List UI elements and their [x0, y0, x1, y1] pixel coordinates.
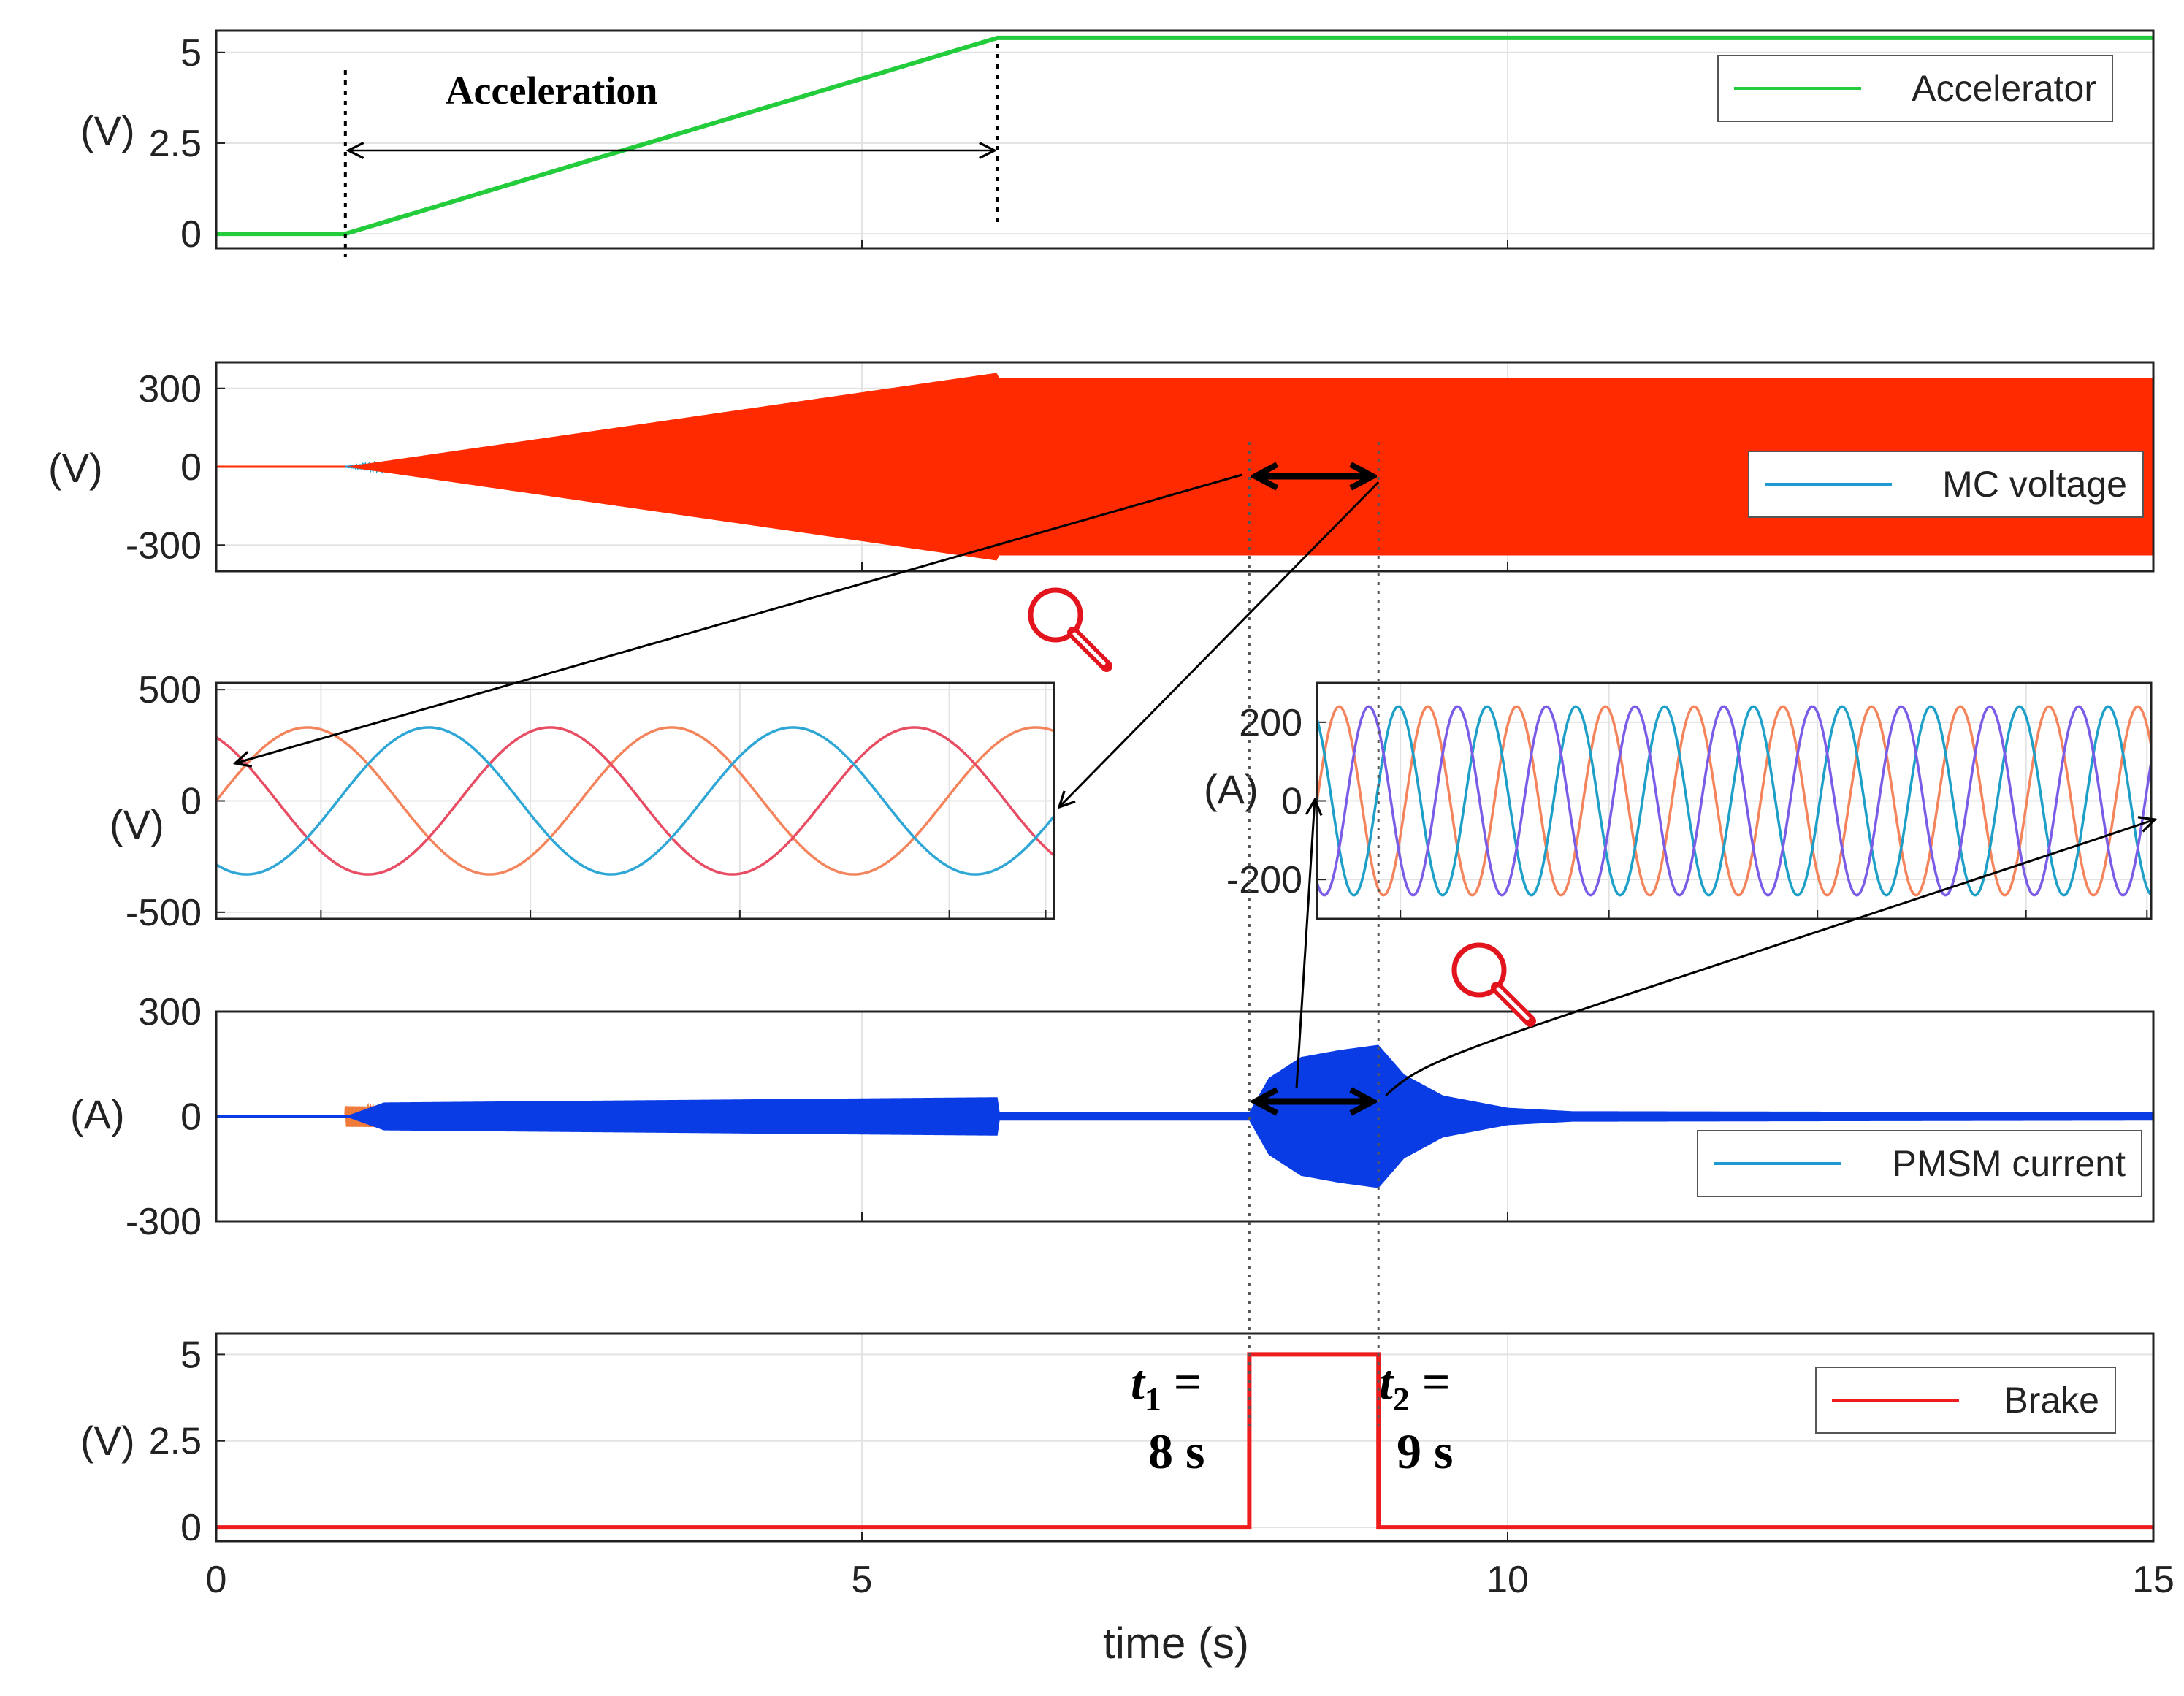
y-tick-label: 5: [180, 32, 202, 75]
y-tick-label: -300: [126, 524, 202, 567]
legend-label: Accelerator: [1912, 68, 2096, 109]
axes-frame: [215, 1332, 2155, 1543]
y-unit-label: (A): [1204, 766, 1259, 812]
axes-frame: [215, 29, 2155, 250]
accelerator-panel: 0 2.5 5 (V) Accelerator: [80, 29, 2155, 257]
y-unit-label: (V): [80, 1418, 135, 1464]
y-tick-label: 2.5: [149, 1421, 202, 1463]
y-tick-label: -300: [126, 1201, 202, 1243]
y-tick-label: -200: [1226, 859, 1302, 901]
current-zoom-arrow-left: [1295, 800, 1315, 1089]
x-tick-label: 0: [206, 1559, 227, 1601]
x-tick-label: 5: [852, 1559, 873, 1601]
y-tick-label: 500: [138, 669, 202, 711]
magnifier-handle-shine: [1496, 987, 1530, 1020]
x-tick-label: 15: [2132, 1559, 2175, 1601]
mc-voltage-panel: 300 0 -300 (V) MC voltage: [48, 361, 2155, 573]
phase-wave-2: [215, 726, 1055, 876]
y-tick-label: 0: [180, 213, 202, 256]
legend-label: MC voltage: [1942, 464, 2127, 505]
phase-wave-2: [1316, 705, 2153, 897]
brake-panel: 0 2.5 5 (V) 0 5 10 15 Brake: [80, 1332, 2175, 1601]
legend-label: PMSM current: [1892, 1143, 2126, 1184]
magnifier-handle-shine: [1072, 632, 1106, 665]
y-tick-label: 0: [1281, 781, 1302, 823]
x-tick-label: 10: [1486, 1559, 1529, 1601]
pmsm-current-panel: 300 0 -300 (A) PMSM current: [70, 991, 2155, 1243]
axes-frame: [215, 1010, 2155, 1223]
y-tick-label: 300: [138, 991, 202, 1034]
y-tick-label: -500: [126, 892, 202, 934]
y-tick-label: 300: [138, 368, 202, 410]
y-tick-label: 0: [180, 1507, 202, 1549]
acceleration-label: Acceleration: [446, 69, 658, 112]
annotation-overlay: [235, 442, 2155, 1432]
t1-value: 8 s: [1148, 1424, 1204, 1479]
y-unit-label: (V): [80, 107, 135, 153]
phase-wave-3: [215, 726, 1055, 876]
y-tick-label: 0: [180, 446, 202, 489]
brake-line: [216, 1352, 2153, 1530]
t2-value: 9 s: [1397, 1424, 1453, 1479]
y-unit-label: (A): [70, 1091, 125, 1137]
x-axis-label: time (s): [1103, 1619, 1249, 1668]
axes-frame: [215, 681, 1055, 920]
axes-frame: [215, 361, 2155, 573]
phase-wave-1: [1316, 705, 2153, 897]
magnifier-lens: [1451, 942, 1507, 998]
voltage-zoom-arrow-right: [1059, 481, 1380, 807]
y-tick-label: 2.5: [149, 123, 202, 165]
y-tick-label: 0: [180, 781, 202, 823]
magnifier-icon: [1028, 587, 1112, 672]
phase-wave-3: [1316, 705, 2153, 897]
mc-voltage-envelope: [216, 373, 2153, 561]
current-zoom-arrow-right: [1385, 820, 2155, 1097]
legend-label: Brake: [2004, 1380, 2099, 1421]
y-tick-label: 0: [180, 1096, 202, 1139]
magnifier-icon: [1451, 942, 1536, 1027]
voltage-zoom-inset: 500 0 -500 (V): [110, 669, 1055, 934]
y-unit-label: (V): [110, 801, 164, 847]
y-tick-label: 5: [180, 1334, 202, 1376]
magnifier-lens: [1028, 587, 1083, 643]
t2-annotation: t2 =: [1379, 1354, 1451, 1418]
accelerator-line: [216, 35, 2153, 237]
y-unit-label: (V): [48, 445, 103, 491]
voltage-zoom-arrow-left: [235, 473, 1242, 763]
t1-annotation: t1 =: [1131, 1354, 1202, 1418]
pmsm-current-envelope: [216, 1044, 2153, 1188]
